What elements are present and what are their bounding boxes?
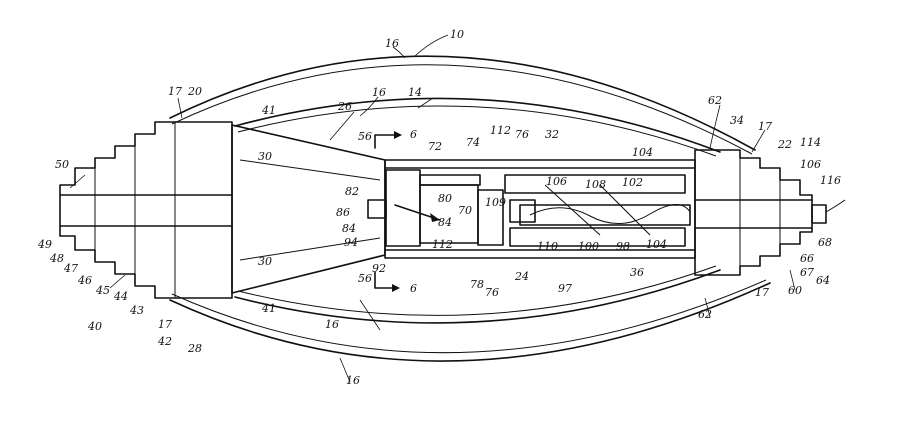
ref-label: 74 (466, 136, 480, 149)
ref-label: 106 (546, 175, 567, 188)
ref-label: 68 (818, 236, 832, 249)
ref-label: 28 (187, 342, 202, 355)
left-base (59, 121, 233, 299)
ref-label: 112 (490, 124, 511, 137)
ref-label: 92 (372, 262, 386, 275)
ref-label: 16 (372, 86, 386, 99)
ref-label: 62 (698, 308, 712, 321)
ref-label: 6 (410, 282, 417, 295)
ref-label: 17 (755, 286, 769, 299)
ref-label: 20 (187, 85, 202, 98)
ref-label: 16 (385, 37, 399, 50)
ref-label: 6 (410, 128, 417, 141)
leader-lines (69, 34, 796, 383)
ref-label: 30 (258, 255, 272, 268)
ref-label: 14 (408, 86, 422, 99)
ref-label: 42 (157, 335, 172, 348)
ref-label: 84 (438, 216, 452, 229)
ref-label: 97 (558, 282, 572, 295)
reference-numerals: 10 16 16 14 17 20 41 26 30 50 56 6 72 74… (37, 28, 841, 387)
right-base (694, 149, 846, 276)
ref-label: 41 (261, 104, 276, 117)
ref-label: 17 (158, 318, 172, 331)
ref-label: 48 (49, 252, 64, 265)
ref-label: 109 (485, 196, 506, 209)
ref-label: 17 (168, 85, 182, 98)
ref-label: 116 (820, 174, 841, 187)
ref-label: 24 (514, 270, 529, 283)
outer-envelope (169, 55, 771, 362)
ref-label: 67 (800, 266, 814, 279)
ref-label: 66 (800, 252, 814, 265)
ref-label: 70 (458, 204, 472, 217)
ref-label: 106 (800, 158, 821, 171)
ref-label: 56 (358, 272, 372, 285)
section-arrows (374, 131, 402, 292)
ref-label: 45 (95, 284, 110, 297)
ref-label: 78 (470, 278, 484, 291)
ref-label: 72 (428, 140, 442, 153)
ref-label: 10 (450, 28, 464, 41)
ref-label: 110 (537, 240, 558, 253)
ref-label: 43 (129, 304, 144, 317)
ref-label: 30 (258, 150, 272, 163)
ref-label: 76 (515, 128, 529, 141)
ref-label: 100 (578, 240, 599, 253)
ref-label: 56 (358, 130, 372, 143)
ref-label: 47 (63, 262, 78, 275)
ref-label: 64 (816, 274, 830, 287)
ref-label: 16 (325, 318, 339, 331)
ref-label: 102 (622, 176, 643, 189)
ref-label: 82 (345, 185, 359, 198)
funnel-cone (231, 124, 386, 294)
inner-envelope (234, 97, 721, 324)
ref-label: 84 (342, 222, 356, 235)
ref-label: 34 (730, 114, 744, 127)
ref-label: 98 (616, 240, 630, 253)
ref-label: 26 (337, 100, 352, 113)
ref-label: 94 (344, 236, 358, 249)
ref-label: 44 (113, 290, 128, 303)
ref-label: 16 (346, 374, 360, 387)
ref-label: 108 (585, 178, 606, 191)
ref-label: 80 (438, 192, 452, 205)
ref-label: 104 (632, 146, 653, 159)
ref-label: 60 (788, 284, 802, 297)
ref-label: 114 (800, 136, 821, 149)
ref-label: 112 (432, 238, 453, 251)
ref-label: 76 (485, 286, 499, 299)
ref-label: 17 (758, 120, 772, 133)
ref-label: 104 (646, 238, 667, 251)
ref-label: 41 (261, 302, 276, 315)
ref-label: 36 (630, 266, 644, 279)
ref-label: 86 (336, 206, 350, 219)
ref-label: 49 (37, 238, 52, 251)
ref-label: 46 (77, 274, 92, 287)
internal-components (367, 169, 691, 247)
ref-label: 62 (708, 94, 722, 107)
ref-label: 22 (777, 138, 792, 151)
ref-label: 50 (55, 158, 69, 171)
ref-label: 40 (87, 320, 102, 333)
ref-label: 32 (545, 128, 559, 141)
